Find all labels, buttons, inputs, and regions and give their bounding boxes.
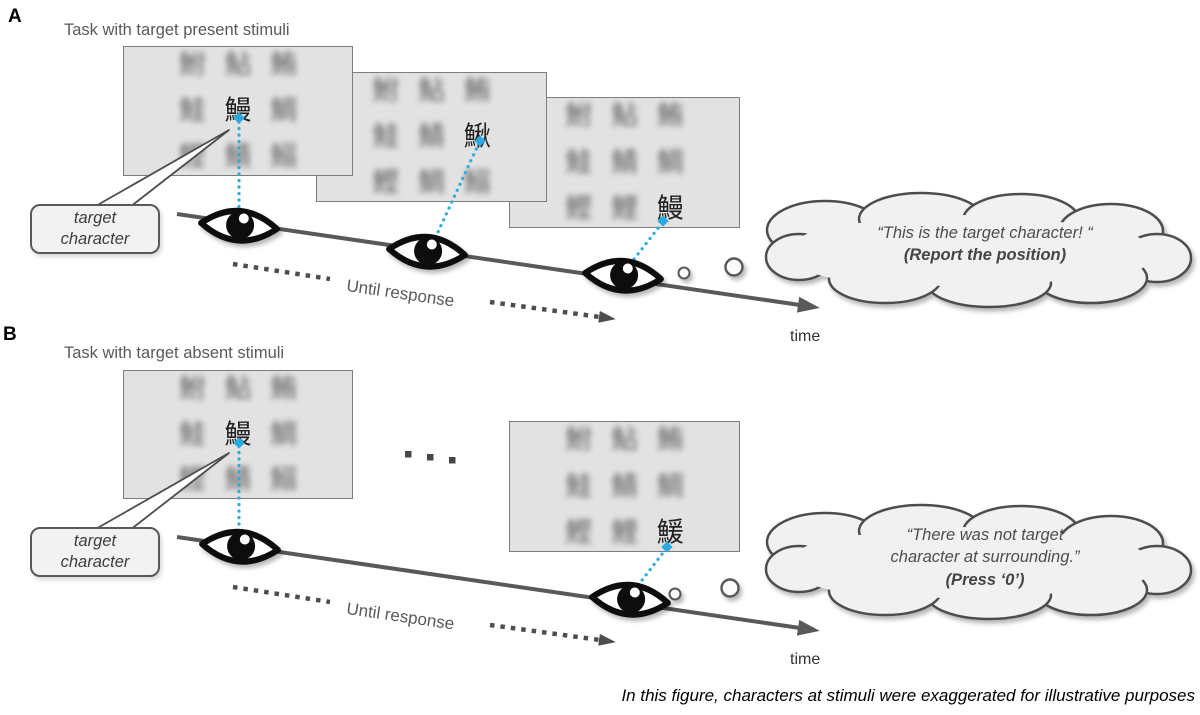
callout-line: character — [60, 230, 130, 248]
stimulus-character: 鯛 — [656, 471, 684, 502]
stimulus-character: 鯛 — [270, 95, 298, 127]
stimulus-character: 鰯 — [270, 464, 298, 496]
panel-b-label: B — [3, 324, 17, 345]
callout-line: target — [73, 532, 117, 551]
stimulus-character: 鮒 — [565, 100, 593, 132]
trial-gap-ellipsis — [405, 451, 456, 464]
stimulus-character: 鰹 — [372, 167, 400, 199]
stimulus-character: 鮭 — [178, 95, 206, 127]
speech-text-a: “This is the target character! “ (Report… — [795, 222, 1175, 267]
stimulus-character: 鮭 — [372, 121, 400, 153]
stimulus-character-target: 鰍 — [463, 121, 491, 153]
gaze-marker-a — [233, 112, 669, 227]
callout-pointer-a — [93, 129, 230, 208]
stimulus-character: 鮪 — [656, 424, 684, 456]
stimulus-character: 鮎 — [224, 49, 252, 81]
stimulus-character: 鯉 — [611, 193, 638, 225]
panel-b-title: Task with target absent stimuli — [64, 344, 285, 362]
stimulus-character: 鮒 — [372, 75, 400, 107]
stimulus-character: 鮎 — [224, 373, 252, 405]
eye-icon — [388, 233, 467, 270]
panel-a-label: A — [8, 6, 22, 27]
thought-bubble-trail-b — [668, 578, 740, 601]
stimulus-character: 鮒 — [565, 424, 593, 456]
figure-footnote: In this figure, characters at stimuli we… — [621, 686, 1195, 705]
stimulus-character: 鮎 — [611, 424, 638, 456]
speech-line: “There was not target — [906, 526, 1064, 544]
stimulus-character-distractor: 鰀 — [656, 517, 684, 549]
stimulus-screen-a3: 鮒 鮎 鮪 鮭 鯖 鯛 鰹 鯉 鰻 — [509, 97, 740, 228]
speech-line-emphasis: (Press ‘0’) — [945, 570, 1025, 589]
stimulus-character: 鯉 — [611, 517, 638, 549]
stimulus-character: 鮎 — [611, 100, 638, 132]
speech-line: “This is the target character! “ — [877, 224, 1093, 242]
stimulus-character: 鯛 — [270, 419, 298, 450]
stimulus-character: 鮪 — [270, 373, 298, 405]
stimulus-character: 鮭 — [565, 471, 593, 502]
panel-a-title: Task with target present stimuli — [64, 21, 290, 39]
eye-icon — [201, 528, 280, 565]
stimulus-character: 鰯 — [463, 167, 491, 199]
stimulus-character: 鯖 — [611, 471, 638, 502]
thought-bubble-trail-a — [677, 257, 744, 280]
eye-icon — [591, 581, 670, 618]
gaze-marker-b — [233, 437, 673, 553]
eye-icon — [200, 207, 279, 244]
time-label-a: time — [790, 328, 821, 345]
target-character-callout-b: target character — [30, 527, 160, 577]
stimulus-character: 鰹 — [565, 517, 593, 549]
eye-icon — [584, 257, 663, 294]
stimulus-character: 鮪 — [463, 75, 491, 107]
time-arrow-b — [176, 535, 820, 636]
stimulus-character: 鯛 — [656, 147, 684, 178]
stimulus-character: 鮎 — [418, 75, 445, 107]
speech-line-emphasis: (Report the position) — [903, 246, 1067, 265]
callout-line: character — [60, 553, 130, 571]
stimulus-character: 鮭 — [565, 147, 593, 178]
gaze-line-b — [237, 444, 668, 590]
speech-text-b: “There was not target character at surro… — [795, 524, 1175, 591]
stimulus-screen-b2: 鮒 鮎 鮪 鮭 鯖 鯛 鰹 鯉 鰀 — [509, 421, 740, 552]
stimulus-character: 鯖 — [611, 147, 638, 178]
stimulus-screen-a1: 鮒 鮎 鮪 鮭 鰻 鯛 鰹 鯖 鰯 — [123, 46, 353, 176]
stimulus-character: 鮪 — [656, 100, 684, 132]
target-character-callout-a: target character — [30, 204, 160, 254]
callout-pointer-b — [93, 452, 230, 531]
stimulus-character: 鯖 — [418, 121, 445, 153]
stimulus-character: 鰹 — [565, 193, 593, 225]
stimulus-character: 鮪 — [270, 49, 298, 81]
stimulus-character: 鮭 — [178, 419, 206, 450]
time-label-b: time — [790, 651, 821, 668]
stimulus-character: 鮒 — [178, 49, 206, 81]
stimulus-character: 鰯 — [270, 141, 298, 173]
until-response-arrow-b — [232, 584, 616, 646]
stimulus-character: 鮒 — [178, 373, 206, 405]
stimulus-character: 鯛 — [418, 167, 445, 199]
until-response-arrow-a — [232, 261, 616, 323]
callout-line: target — [73, 209, 117, 228]
speech-line: character at surrounding.” — [890, 548, 1080, 567]
time-arrow-a — [176, 212, 820, 313]
